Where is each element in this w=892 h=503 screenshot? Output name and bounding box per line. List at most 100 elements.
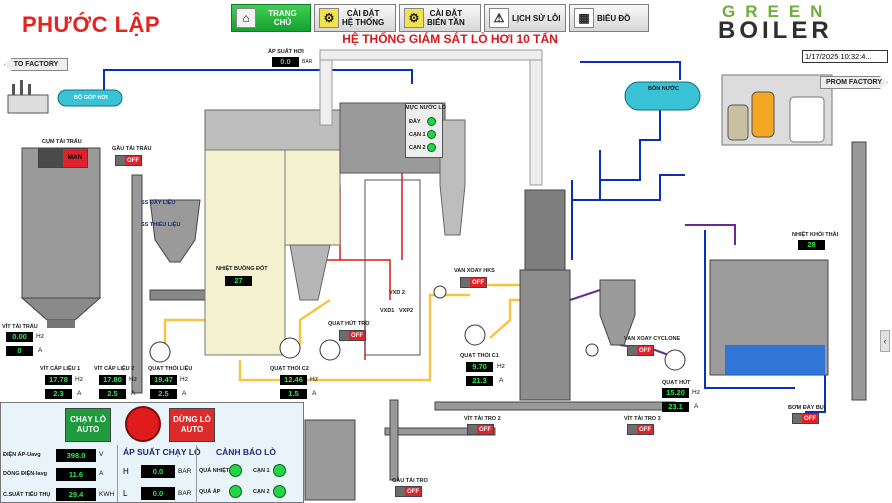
nav-system-settings-label: CÀI ĐẶT HỆ THỐNG <box>342 9 385 27</box>
steam-header-label: BỘ GÓP HƠI <box>74 95 108 101</box>
dust-pump-switch[interactable]: OFF <box>792 413 819 424</box>
start-boiler-button[interactable]: CHẠY LÒ AUTO <box>65 408 111 442</box>
nav-chart-button[interactable]: ▦ BIỂU ĐỒ <box>569 4 649 32</box>
ash-screw3-state: OFF <box>637 425 653 434</box>
feeder2-label: VÍT CẤP LIỆU 2 <box>94 366 135 372</box>
husk-bucket-label: GẦU TẢI TRẤU <box>112 146 152 152</box>
warning-icon: ⚠ <box>489 8 509 28</box>
feeder1-hz: 17.78 <box>45 375 72 385</box>
ash-bucket-label: GẦU TẢI TRO <box>392 478 428 484</box>
ash-screw2-label: VÍT TẢI TRO 2 <box>464 416 501 422</box>
nav-inverter-settings-button[interactable]: ⚙ CÀI ĐẶT BIẾN TẦN <box>399 4 481 32</box>
husk-screw-hz: 0.00 <box>6 332 33 342</box>
pressure-l-value[interactable]: 0.0 <box>141 487 175 500</box>
husk-screw-a: 0 <box>6 346 33 356</box>
a-unit: A <box>312 390 317 397</box>
rotary-valve-cyclone-switch[interactable]: OFF <box>627 345 654 356</box>
id-fan-label: QUẠT HÚT <box>662 380 691 386</box>
sensor-low-label: SS THIẾU LIỆU <box>141 222 181 228</box>
run-pressure-title: ÁP SUẤT CHẠY LÒ <box>123 447 201 457</box>
nav-system-settings-button[interactable]: ⚙ CÀI ĐẶT HỆ THỐNG <box>314 4 396 32</box>
low2-alarm-label: CẠN 2 <box>253 489 270 495</box>
control-panel: CHẠY LÒ AUTO DỪNG LÒ AUTO ĐIỆN ÁP-Uavg 3… <box>0 402 304 503</box>
hz-unit: Hz <box>692 389 700 396</box>
logo-boiler: BOILER <box>718 17 833 44</box>
a-unit: A <box>38 347 43 354</box>
a-unit: A <box>77 390 82 397</box>
current-value: 11.6 <box>56 468 96 481</box>
side-panel-toggle[interactable]: ‹ <box>880 330 890 352</box>
chart-icon: ▦ <box>574 8 594 28</box>
feeder1-a: 2.3 <box>45 389 72 399</box>
hz-unit: Hz <box>36 333 44 340</box>
level-full-label: ĐẦY <box>409 119 421 125</box>
husk-unit-mode: MAN <box>63 149 87 167</box>
id-fan-a: 23.1 <box>662 402 689 412</box>
rotary-valve-cyclone-state: OFF <box>637 346 653 355</box>
valve-vxd2-label: VXD 2 <box>389 290 405 296</box>
logo-green: GREEN <box>722 2 833 21</box>
kwh-unit: KWH <box>99 491 115 498</box>
feed-fan-label: QUẠT THỔI LIỆU <box>148 366 193 372</box>
dust-pump-label: BƠM ĐẨY BỤI <box>788 405 826 411</box>
stop-boiler-button[interactable]: DỪNG LÒ AUTO <box>169 408 215 442</box>
bar-unit: BAR <box>178 468 192 475</box>
datetime-display: 1/17/2025 10:32:4... <box>802 50 888 63</box>
home-icon: ⌂ <box>236 8 256 28</box>
feeder1-label: VÍT CẤP LIỆU 1 <box>40 366 81 372</box>
ash-screw2-switch[interactable]: OFF <box>467 424 494 435</box>
a-unit: A <box>182 390 187 397</box>
steam-pressure-value: 0.0 <box>272 57 299 67</box>
low2-alarm-lamp <box>273 485 286 498</box>
pressure-l-label: L <box>123 489 128 498</box>
low1-alarm-lamp <box>273 464 286 477</box>
water-level-label: MỰC NƯỚC LÒ <box>405 105 447 111</box>
overpressure-lamp <box>229 485 242 498</box>
ash-fan-label: QUẠT HÚT TRO <box>328 321 370 327</box>
a-unit: A <box>131 390 136 397</box>
flue-temp-value: 28 <box>798 240 825 250</box>
dust-pump-state: OFF <box>802 414 818 423</box>
bar-unit: BAR <box>178 490 192 497</box>
husk-bucket-switch[interactable]: OFF <box>115 155 142 166</box>
a-unit: A <box>499 377 504 384</box>
husk-unit-mode-switch[interactable]: MAN <box>38 148 88 168</box>
hz-unit: Hz <box>310 376 318 383</box>
pressure-h-label: H <box>123 467 129 476</box>
rotary-valve-hks-switch[interactable]: OFF <box>460 277 487 288</box>
ash-screw2-state: OFF <box>477 425 493 434</box>
rotary-valve-hks-label: VAN XOAY HKS <box>454 268 495 274</box>
furnace-temp-value: 27 <box>225 276 252 286</box>
overpressure-label: QUÁ ÁP <box>199 489 221 495</box>
ash-screw3-label: VÍT TẢI TRO 3 <box>624 416 661 422</box>
nav-error-history-label: LỊCH SỬ LỖI <box>512 13 561 23</box>
water-tank-label: BỒN NƯỚC <box>648 86 679 92</box>
feed-fan-hz: 19.47 <box>150 375 177 385</box>
rotary-valve-cyclone-label: VAN XOAY CYCLONE <box>624 336 681 342</box>
feed-fan-a: 2.5 <box>150 389 177 399</box>
hz-unit: Hz <box>129 376 137 383</box>
brand-title: PHƯỚC LẬP <box>22 12 161 37</box>
ash-bucket-switch[interactable]: OFF <box>395 486 422 497</box>
steam-pressure-unit: BAR <box>302 59 313 65</box>
fan-c1-hz: 9.70 <box>466 362 493 372</box>
pressure-h-value[interactable]: 0.0 <box>141 465 175 478</box>
overheat-label: QUÁ NHIỆT <box>199 468 230 474</box>
husk-bucket-state: OFF <box>125 156 141 165</box>
nav-home-label: TRANG CHỦ <box>268 9 297 27</box>
a-unit: A <box>694 403 699 410</box>
power-value: 29.4 <box>56 488 96 501</box>
water-level-box <box>405 103 443 158</box>
feeder2-a: 2.5 <box>99 389 126 399</box>
hz-unit: Hz <box>497 363 505 370</box>
nav-home-button[interactable]: ⌂ TRANG CHỦ <box>231 4 311 32</box>
nav-error-history-button[interactable]: ⚠ LỊCH SỬ LỖI <box>484 4 566 32</box>
ash-screw3-switch[interactable]: OFF <box>627 424 654 435</box>
ash-fan-state: OFF <box>349 331 365 340</box>
fan-c1-label: QUẠT THỔI C1 <box>460 353 499 359</box>
boiler-status-lamp <box>125 406 161 442</box>
page-title: HỆ THỐNG GIÁM SÁT LÒ HƠI 10 TẤN <box>342 32 558 46</box>
ash-fan-switch[interactable]: OFF <box>339 330 366 341</box>
alarm-title: CẢNH BÁO LÒ <box>216 447 276 457</box>
